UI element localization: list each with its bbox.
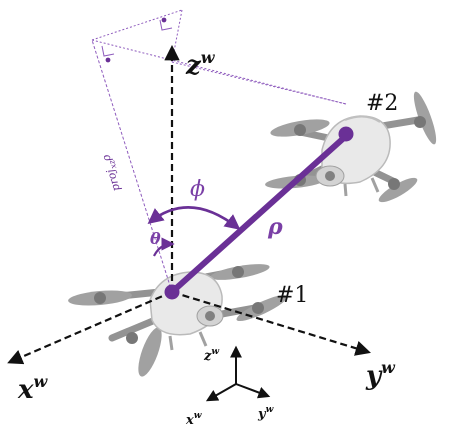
projection-label: projxzρ	[99, 152, 124, 193]
x-axis-label: xw	[17, 372, 49, 405]
y-axis	[171, 290, 371, 356]
right-angle-dot	[105, 57, 111, 63]
right-angle-dot	[161, 17, 167, 23]
theta-label: θ	[150, 229, 161, 248]
triad-x-label: xw	[185, 411, 202, 428]
phi-label: ϕ	[190, 177, 205, 202]
rho-label: ρ	[267, 214, 283, 240]
y-axis-label: yw	[365, 358, 396, 391]
x-axis	[7, 290, 173, 365]
z-axis-label: zw	[185, 48, 216, 81]
phi-arc	[147, 206, 241, 230]
drone-1-graphic	[68, 264, 288, 377]
triad-y-label: yw	[257, 405, 274, 422]
drone-1-label: #1	[276, 283, 308, 308]
world-frame-triad: zw xw yw	[185, 345, 274, 428]
rho-vector	[169, 133, 349, 295]
theta-arc	[153, 237, 175, 257]
triad-z-label: zw	[203, 347, 219, 364]
drone-2-label: #2	[366, 91, 398, 116]
drone-2-point	[338, 126, 354, 142]
drone-1-point	[164, 284, 180, 300]
